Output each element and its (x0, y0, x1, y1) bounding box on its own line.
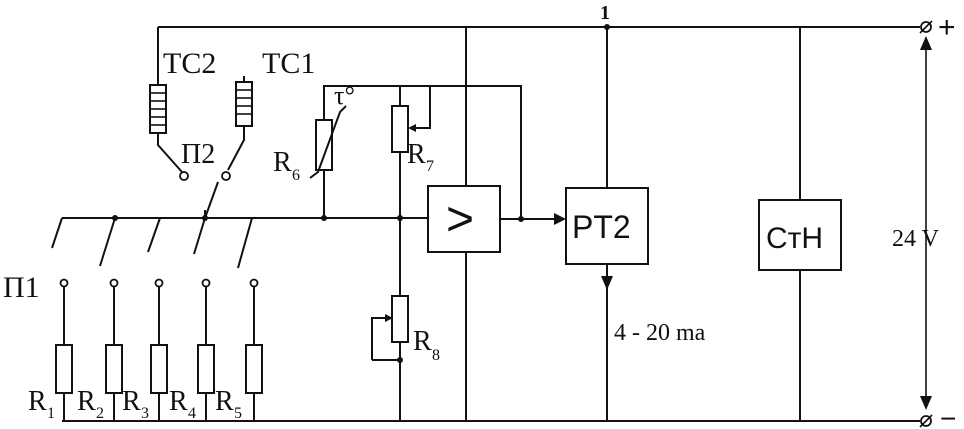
supply-voltage-label: 24 V (892, 226, 940, 252)
tc2-wire-bottom (157, 133, 183, 173)
resistor-r4 (197, 344, 215, 394)
svg-text:4: 4 (188, 405, 196, 422)
resistor-r5 (245, 344, 263, 394)
tc2-label: TC2 (163, 47, 216, 80)
r5-label: R (215, 386, 234, 417)
tc1-sensor (235, 81, 253, 127)
r7-label: R (407, 139, 426, 170)
r4-label: R (169, 386, 188, 417)
resistor-r3 (150, 344, 168, 394)
r1-label: R (28, 386, 47, 417)
node-1-label: 1 (600, 2, 610, 24)
amplifier-block (427, 185, 501, 253)
pt2-input-arrow (554, 213, 566, 225)
switch-p1-label: П1 (3, 271, 40, 304)
r3-label: R (122, 386, 141, 417)
r2-label: R (77, 386, 96, 417)
svg-text:1: 1 (47, 405, 55, 422)
resistor-r2 (105, 344, 123, 394)
r8-label: R (413, 326, 432, 357)
voltage-arrow (920, 36, 932, 410)
current-output-arrow (601, 276, 613, 290)
potentiometer-r7 (391, 105, 409, 153)
negative-sign: − (940, 403, 956, 429)
tau-label: τ° (334, 81, 355, 110)
positive-sign: + (938, 11, 956, 44)
r6-label: R (273, 147, 292, 178)
svg-text:5: 5 (234, 405, 242, 422)
svg-text:8: 8 (432, 347, 440, 364)
r8-wiper (371, 317, 389, 360)
positive-terminal (919, 20, 933, 34)
tc1-label: TC1 (262, 47, 315, 80)
current-range-label: 4 - 20 ma (614, 320, 706, 346)
svg-text:2: 2 (96, 405, 104, 422)
p2-contact-left (179, 171, 189, 181)
potentiometer-r8 (391, 295, 409, 343)
resistor-bank (55, 344, 263, 421)
thermistor-r6 (315, 119, 333, 171)
p2-contact-right (221, 171, 231, 181)
stn-block (758, 199, 842, 271)
switch-p2-label: П2 (181, 139, 215, 170)
stn-label: СтН (766, 222, 823, 255)
svg-text:6: 6 (292, 167, 300, 184)
amplifier-symbol: > (446, 193, 474, 246)
resistor-r1 (55, 344, 73, 394)
tc1-wire-bottom (227, 126, 245, 171)
negative-terminal (919, 414, 933, 428)
resistor-labels: R 1 R 2 R 3 R 4 R 5 (28, 386, 242, 422)
svg-text:3: 3 (141, 405, 149, 422)
svg-text:7: 7 (426, 158, 434, 175)
switch-p1-bank (51, 217, 259, 345)
r7-wiper (412, 86, 431, 129)
pt2-label: PT2 (572, 209, 631, 245)
switch-p2-blade (204, 181, 219, 219)
pt2-block (565, 187, 649, 265)
